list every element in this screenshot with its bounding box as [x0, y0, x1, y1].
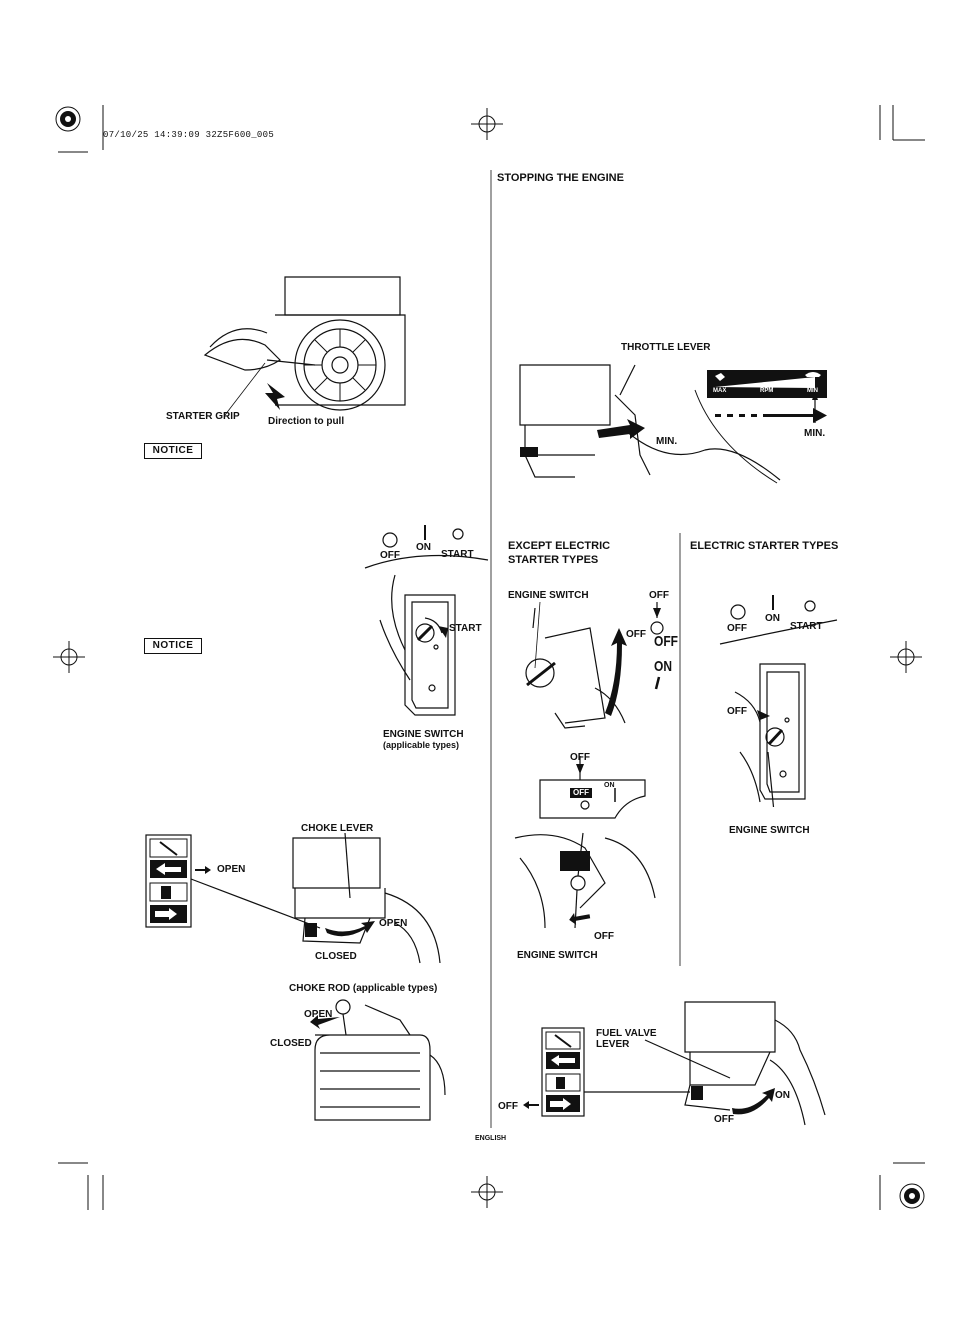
choke-open-arrow-label: OPEN	[379, 918, 408, 929]
open-arrow-icon	[195, 866, 211, 874]
choke-lever-label: CHOKE LEVER	[301, 823, 374, 834]
turtle-slow-icon	[805, 372, 821, 377]
choke-rod-arrow-icon	[310, 1015, 340, 1029]
start-arrow-icon	[438, 626, 448, 638]
start-symbol-icon	[452, 528, 464, 540]
off-big-label: OFF	[654, 633, 678, 650]
applicable-types-label: (applicable types)	[383, 740, 460, 750]
direction-to-pull-label: Direction to pull	[268, 416, 345, 427]
print-stamp: 07/10/25 14:39:09 32Z5F600_005	[103, 130, 275, 140]
section-title: STOPPING THE ENGINE	[497, 172, 624, 184]
registration-target-icon	[899, 1183, 925, 1209]
notice-badge-2: NOTICE	[144, 638, 202, 654]
off-arrow-label: OFF	[626, 629, 646, 640]
fuel-off-arrow-icon	[523, 1101, 539, 1109]
registration-target-icon	[55, 106, 81, 132]
elec-on-label: ON	[765, 613, 780, 624]
elec-off-arrow-label: OFF	[727, 706, 747, 717]
engine-switch-top-label: ENGINE SWITCH	[508, 590, 589, 601]
panel-on-label: ON	[604, 782, 615, 789]
choke-open-label: OPEN	[217, 864, 246, 875]
electric-starter-title: ELECTRIC STARTER TYPES	[690, 540, 839, 552]
choke-rod-closed-label: CLOSED	[270, 1038, 312, 1049]
off-symbol-icon	[382, 532, 398, 548]
fuel-off-left-label: OFF	[498, 1101, 518, 1112]
turn-off-arrow-icon	[605, 628, 627, 716]
throttle-lever-label: THROTTLE LEVER	[621, 342, 711, 353]
switch-start-arrow-label: START	[449, 623, 482, 634]
choke-closed-label: CLOSED	[315, 951, 357, 962]
switch-start-label: START	[441, 549, 474, 560]
engine-switch-label: ENGINE SWITCH	[383, 729, 464, 740]
except-electric-title-2: STARTER TYPES	[508, 554, 599, 566]
switch-off-label: OFF	[380, 550, 400, 561]
panel-off-tag: OFF	[570, 788, 592, 798]
except-electric-switch-illustration	[514, 601, 664, 929]
starter-grip-illustration	[203, 276, 406, 416]
rabbit-fast-icon	[715, 373, 725, 381]
starter-grip-label: STARTER GRIP	[166, 411, 240, 422]
off-turn-arrow-icon	[757, 710, 770, 720]
engine-switch-bottom-label: ENGINE SWITCH	[517, 950, 598, 961]
fuel-off-bottom-label: OFF	[714, 1114, 734, 1125]
choke-direction-arrow-icon	[325, 921, 375, 937]
pull-direction-arrow-icon	[265, 383, 285, 410]
on-indicator-icon	[654, 676, 661, 690]
throttle-min-scale-label: MIN.	[804, 428, 826, 439]
throttle-min-lever-label: MIN.	[656, 436, 678, 447]
elec-off-label: OFF	[727, 623, 747, 634]
on-big-label: ON	[654, 658, 672, 675]
choke-lever-illustration	[145, 833, 441, 964]
scale-min-label: MIN	[807, 388, 818, 394]
off-bottom-label: OFF	[594, 931, 614, 942]
except-electric-title-1: EXCEPT ELECTRIC	[508, 540, 611, 552]
fuel-valve-lever-label-2: LEVER	[596, 1039, 630, 1050]
notice-badge-1: NOTICE	[144, 443, 202, 459]
throttle-min-arrow-icon	[597, 419, 645, 439]
footer-language: ENGLISH	[475, 1135, 507, 1142]
fuel-valve-lever-label-1: FUEL VALVE	[596, 1028, 657, 1039]
off-top-label: OFF	[649, 590, 669, 601]
fuel-on-label: ON	[775, 1090, 790, 1101]
panel-off-label: OFF	[570, 752, 590, 763]
choke-rod-label: CHOKE ROD (applicable types)	[289, 983, 438, 994]
throttle-lever-illustration	[519, 364, 827, 484]
elec-engine-switch-label: ENGINE SWITCH	[729, 825, 810, 836]
scale-max-label: MAX	[713, 388, 727, 394]
scale-rpm-label: RPM	[760, 388, 774, 394]
choke-rod-illustration	[310, 999, 446, 1121]
switch-on-label: ON	[416, 542, 431, 553]
engine-switch-illustration	[364, 525, 489, 716]
fuel-on-arrow-icon	[732, 1088, 775, 1115]
choke-rod-open-label: OPEN	[304, 1009, 333, 1020]
elec-start-label: START	[790, 621, 823, 632]
fuel-valve-illustration	[523, 1001, 826, 1126]
electric-starter-switch-illustration	[719, 595, 838, 807]
